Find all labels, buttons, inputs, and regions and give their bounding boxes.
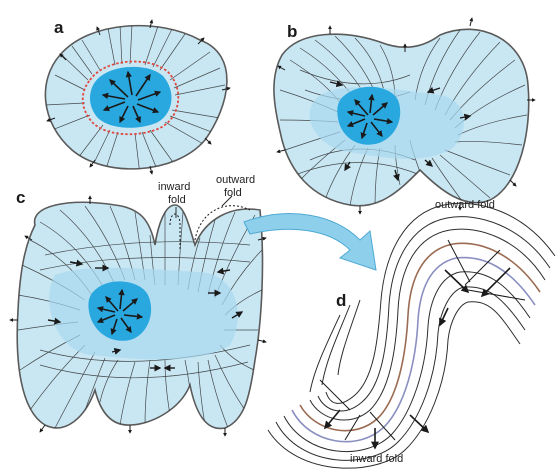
panel-a-letter: a — [54, 18, 64, 37]
panel-c-outward-fold-label-1: outward — [216, 174, 255, 186]
panel-d-outward-fold-label: outward fold — [435, 199, 495, 211]
panel-d-inward-fold-label: inward fold — [350, 453, 403, 465]
connector-arrow — [244, 214, 376, 270]
panel-c-letter: c — [16, 188, 25, 207]
panel-d: d outward fold inward fold — [268, 199, 555, 468]
panel-b-letter: b — [287, 22, 297, 41]
panel-c: c inward fold outward fold — [10, 174, 266, 436]
panel-d-radial-lines — [320, 240, 525, 440]
panel-a: a — [45, 18, 230, 175]
panel-c-inward-fold-label-2: fold — [168, 194, 186, 206]
panel-c-outward-fold-label-2: fold — [224, 187, 242, 199]
panel-b: b — [274, 18, 535, 214]
panel-d-letter: d — [336, 291, 346, 310]
panel-d-fold-layers — [268, 203, 555, 468]
panel-a-inner-core — [90, 67, 172, 128]
panel-d-arrows — [325, 268, 510, 448]
panel-c-inward-fold-label-1: inward — [158, 181, 190, 193]
